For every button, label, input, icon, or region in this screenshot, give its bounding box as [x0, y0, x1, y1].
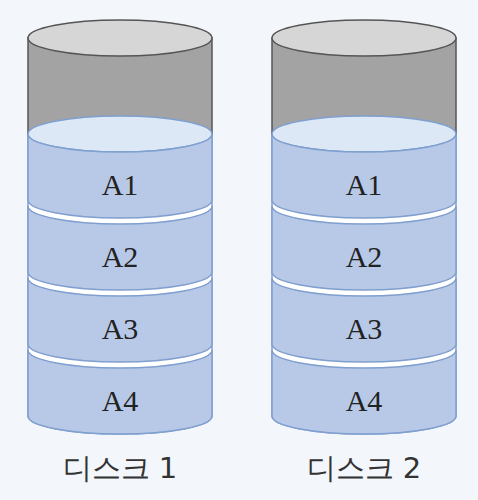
band-outline [272, 134, 456, 218]
disk-top [28, 20, 212, 56]
block-label: A4 [102, 386, 139, 416]
band-shape [272, 116, 456, 218]
disk-label: 디스크 1 [8, 450, 232, 486]
data-block: A3 [272, 260, 456, 362]
block-label: A4 [346, 386, 383, 416]
band-outline [272, 206, 456, 290]
data-block: A2 [272, 188, 456, 290]
disk-body [272, 134, 456, 434]
band-shape [28, 260, 212, 362]
data-block: A3 [28, 260, 212, 362]
band-outline [28, 134, 212, 218]
block-label: A2 [102, 242, 139, 272]
data-block: A1 [28, 116, 212, 218]
band-shape [28, 116, 212, 218]
band-shape [272, 188, 456, 290]
block-label: A2 [346, 242, 383, 272]
data-block: A4 [28, 332, 212, 434]
data-block: A2 [28, 188, 212, 290]
band-outline [272, 350, 456, 434]
data-block: A4 [272, 332, 456, 434]
disk-label: 디스크 2 [252, 450, 476, 486]
block-label: A3 [102, 314, 139, 344]
data-block: A1 [272, 116, 456, 218]
disk: 디스크 1A1A2A3A4 [28, 20, 212, 490]
disk-body [28, 134, 212, 434]
block-label: A3 [346, 314, 383, 344]
disk-top [272, 20, 456, 56]
band-shape [28, 188, 212, 290]
band-shape [272, 260, 456, 362]
band-shape [272, 332, 456, 434]
band-outline [272, 278, 456, 362]
band-outline [28, 278, 212, 362]
block-label: A1 [346, 170, 383, 200]
block-label: A1 [102, 170, 139, 200]
band-outline [28, 350, 212, 434]
disk: 디스크 2A1A2A3A4 [272, 20, 456, 490]
band-shape [28, 332, 212, 434]
band-outline [28, 206, 212, 290]
